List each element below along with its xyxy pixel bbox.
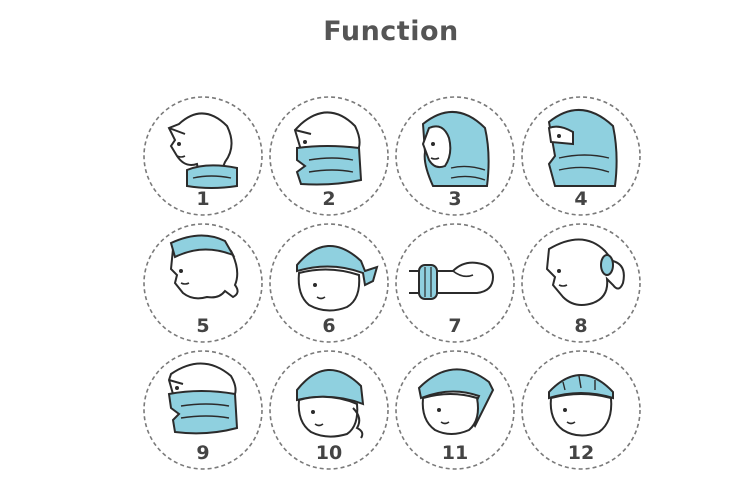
- dashed-circle: [395, 350, 515, 470]
- dashed-circle: [143, 96, 263, 216]
- item-number: 6: [322, 315, 336, 337]
- dashed-circle: [143, 223, 263, 343]
- dashed-circle: [269, 350, 389, 470]
- item-number: 1: [196, 188, 210, 210]
- usage-item-7: 7: [393, 221, 517, 345]
- usage-item-11: 11: [393, 348, 517, 472]
- dashed-circle: [521, 350, 641, 470]
- usage-item-3: 3: [393, 94, 517, 218]
- dashed-circle: [269, 96, 389, 216]
- usage-item-9: 9: [141, 348, 265, 472]
- usage-item-2: 2: [267, 94, 391, 218]
- usage-grid: 1 2 3 4: [141, 94, 641, 474]
- wristband-icon: [409, 261, 495, 300]
- hood-icon: [421, 110, 490, 187]
- headband-icon: [169, 234, 239, 300]
- beanie-icon: [548, 374, 614, 437]
- item-number: 7: [448, 315, 462, 337]
- item-number: 11: [441, 442, 469, 464]
- page-title: Function: [323, 16, 459, 47]
- usage-item-6: 6: [267, 221, 391, 345]
- usage-item-12: 12: [519, 348, 643, 472]
- face-scarf-icon: [293, 111, 363, 186]
- hair-tie-icon: [545, 238, 625, 306]
- usage-item-10: 10: [267, 348, 391, 472]
- balaclava-icon: [547, 108, 618, 187]
- item-number: 12: [567, 442, 595, 464]
- dashed-circle: [395, 223, 515, 343]
- item-number: 8: [574, 315, 588, 337]
- dashed-circle: [521, 96, 641, 216]
- item-number: 9: [196, 442, 210, 464]
- neck-gaiter-icon: [167, 112, 238, 189]
- face-mask-icon: [167, 362, 239, 435]
- pirate-cap-icon: [296, 369, 365, 439]
- usage-item-4: 4: [519, 94, 643, 218]
- dashed-circle: [521, 223, 641, 343]
- item-number: 10: [315, 442, 343, 464]
- item-number: 4: [574, 188, 588, 210]
- usage-item-1: 1: [141, 94, 265, 218]
- dashed-circle: [143, 350, 263, 470]
- dashed-circle: [395, 96, 515, 216]
- headwrap-icon: [417, 368, 495, 435]
- usage-item-8: 8: [519, 221, 643, 345]
- item-number: 3: [448, 188, 462, 210]
- dashed-circle: [269, 223, 389, 343]
- usage-item-5: 5: [141, 221, 265, 345]
- item-number: 2: [322, 188, 336, 210]
- item-number: 5: [196, 315, 210, 337]
- bandana-cap-icon: [296, 245, 379, 312]
